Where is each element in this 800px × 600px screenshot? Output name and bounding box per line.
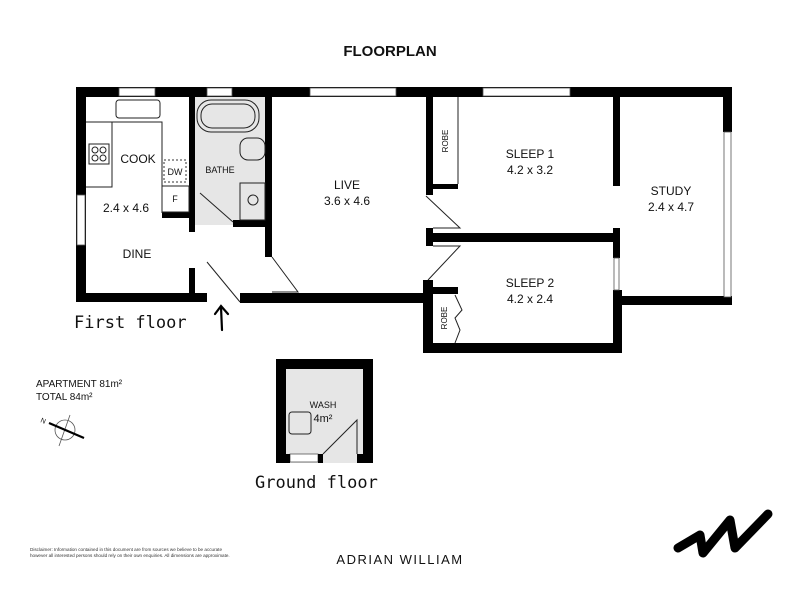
room-name-wash: WASH xyxy=(310,400,337,410)
windows xyxy=(76,87,732,463)
cooktop-icon xyxy=(88,143,110,165)
room-size-live: 3.6 x 4.6 xyxy=(324,194,370,208)
room-name-study: STUDY xyxy=(651,184,692,198)
room-name-bathe: BATHE xyxy=(205,165,234,175)
wash-floor xyxy=(286,369,363,463)
room-size-sleep2: 4.2 x 2.4 xyxy=(507,292,553,306)
room-size-cook: 2.4 x 4.6 xyxy=(103,201,149,215)
agency-logo-icon xyxy=(673,509,773,558)
room-name-cook: COOK xyxy=(120,152,155,166)
agency-name: ADRIAN WILLIAM xyxy=(336,552,463,567)
room-size-wash: 4m² xyxy=(314,413,333,425)
first-floor-caption: First floor xyxy=(74,313,187,333)
room-name-dine: DINE xyxy=(123,247,152,261)
basin-icon xyxy=(239,182,266,221)
room-name-live: LIVE xyxy=(334,178,360,192)
room-name-sleep2: SLEEP 2 xyxy=(506,276,555,290)
compass-icon: N xyxy=(39,414,85,447)
floorplan-title: FLOORPLAN xyxy=(343,43,436,60)
shower-icon xyxy=(288,411,312,435)
apartment-area: APARTMENT 81m² xyxy=(36,379,123,390)
doors xyxy=(199,97,463,455)
dishwasher-box xyxy=(163,159,187,183)
ground-floor-caption: Ground floor xyxy=(255,473,378,493)
dishwasher-label: DW xyxy=(168,167,183,177)
total-area: TOTAL 84m² xyxy=(36,392,93,403)
entry-arrow-icon xyxy=(213,304,230,332)
room-size-study: 2.4 x 4.7 xyxy=(648,200,694,214)
fridge-label: F xyxy=(172,194,178,204)
first-floor-walls xyxy=(76,87,732,353)
bathtub-icon xyxy=(196,99,260,133)
bathroom-floor xyxy=(195,97,265,225)
fridge-box xyxy=(161,185,190,213)
room-name-sleep1: SLEEP 1 xyxy=(506,147,555,161)
bath-fixtures xyxy=(196,99,312,435)
ground-floor-walls xyxy=(276,359,373,463)
room-size-sleep1: 4.2 x 3.2 xyxy=(507,163,553,177)
compass-north-label: N xyxy=(39,417,46,425)
disclaimer: Disclaimer: Information contained in thi… xyxy=(30,547,230,558)
robe-label-sleep1: ROBE xyxy=(441,130,450,153)
robe-label-sleep2: ROBE xyxy=(440,307,449,330)
kitchen-fixtures xyxy=(86,99,190,213)
sink-icon xyxy=(115,99,161,119)
toilet-icon xyxy=(239,137,266,161)
